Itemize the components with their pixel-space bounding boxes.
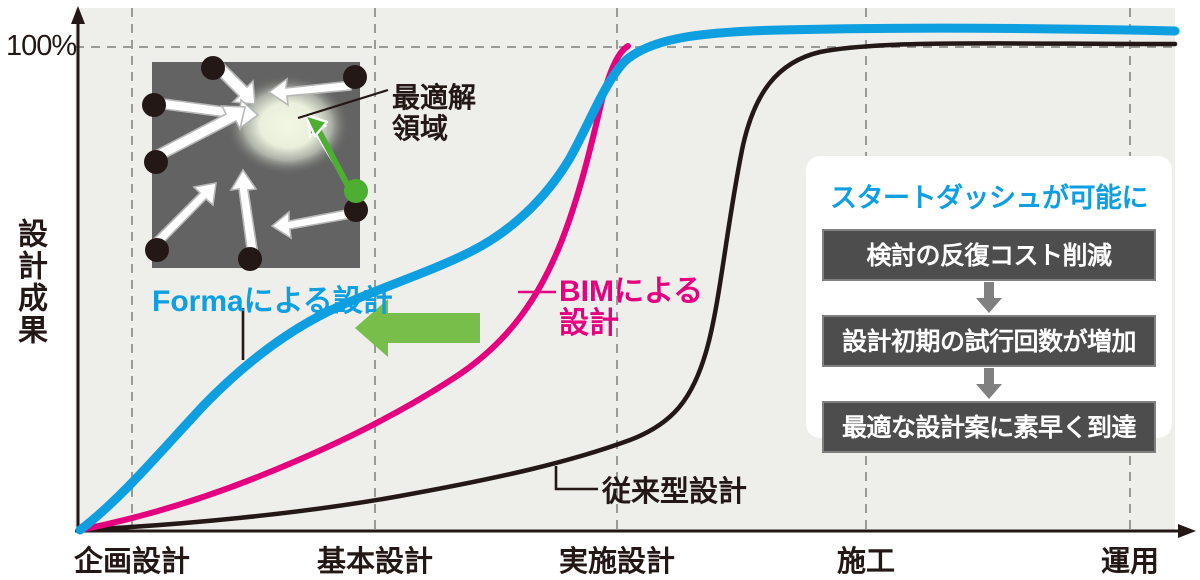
inset-optimization-diagram xyxy=(142,56,389,271)
green-arrow-head xyxy=(303,113,329,138)
series-label-forma: Formaによる設計 xyxy=(152,285,393,318)
x-tick-label-5: 運用 xyxy=(1100,546,1160,578)
series-label-legacy: 従来型設計 xyxy=(602,476,748,508)
info-step-3: 最適な設計案に素早く到達 xyxy=(822,401,1156,453)
y-axis-title: 設計成果 xyxy=(13,218,46,346)
info-step-2: 設計初期の試行回数が増加 xyxy=(822,315,1156,367)
info-panel-title: スタートダッシュが可能に xyxy=(830,183,1149,213)
series-label-bim: BIMによる 設計 xyxy=(559,275,704,340)
info-panel: スタートダッシュが可能に 検討の反復コスト削減 設計初期の試行回数が増加 最適な… xyxy=(806,156,1172,453)
series-forma-curve xyxy=(75,23,1180,535)
x-tick-label-4: 施工 xyxy=(836,546,896,578)
series-legacy-curve xyxy=(77,41,1178,533)
x-tick-label-3: 実施設計 xyxy=(558,546,676,578)
info-step-1: 検討の反復コスト削減 xyxy=(822,229,1156,281)
exploration-start-dots xyxy=(142,56,368,271)
optimal-start-dot xyxy=(344,179,368,203)
exploration-arrows xyxy=(149,60,354,257)
step-arrow-icon-1 xyxy=(822,281,1156,315)
legacy-leader-line xyxy=(554,466,598,491)
improvement-arrow-icon xyxy=(355,299,480,357)
optimal-region-leader-line xyxy=(297,88,389,120)
green-arrow-shaft xyxy=(316,128,352,191)
series-bim-curve xyxy=(77,43,631,533)
x-tick-label-1: 企画設計 xyxy=(73,546,191,578)
y-axis-max-label: 100% xyxy=(6,30,77,62)
optimal-region-glow xyxy=(226,75,350,175)
axes xyxy=(71,6,1196,538)
step-arrow-icon-2 xyxy=(822,367,1156,401)
optimal-region-label: 最適解 領域 xyxy=(392,82,477,145)
x-tick-label-2: 基本設計 xyxy=(316,546,434,578)
